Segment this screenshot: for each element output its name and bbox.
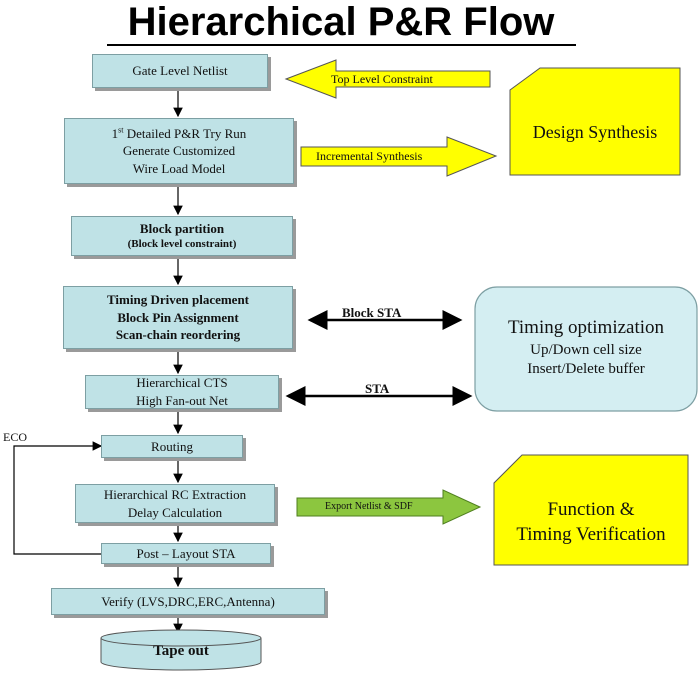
placement-line2: Block Pin Assignment [117,309,239,325]
block-partition-label: Block partition [139,220,225,236]
sta-label: STA [365,381,390,396]
try-run-line1: 1st Detailed P&R Try Run [111,125,247,141]
export-label: Export Netlist & SDF [325,501,413,512]
timing-driven-placement-box: Timing Driven placement Block Pin Assign… [63,286,293,349]
verify-label: Verify (LVS,DRC,ERC,Antenna) [101,593,275,609]
hierarchical-cts-box: Hierarchical CTS High Fan-out Net [85,375,279,409]
top-level-constraint-label: Top Level Constraint [331,72,433,86]
tape-out-cylinder [100,629,262,671]
eco-loop-arrow [13,441,103,555]
routing-label: Routing [151,438,193,454]
tape-out-label: Tape out [153,643,209,659]
gate-level-netlist-box: Gate Level Netlist [92,54,268,88]
rc-line1: Hierarchical RC Extraction [103,486,247,502]
try-run-line2: Generate Customized [122,143,236,159]
timing-optimization-note: Timing optimization Up/Down cell size In… [475,316,697,380]
function-timing-shape [493,454,689,566]
design-synthesis-label: Design Synthesis [532,122,658,142]
placement-line1: Timing Driven placement [106,292,250,308]
design-synthesis-shape [509,67,681,176]
cts-line1: Hierarchical CTS [136,375,228,391]
timing-optimization-line3: Insert/Delete buffer [527,361,645,378]
export-arrow [296,489,482,525]
post-layout-sta-box: Post – Layout STA [101,543,271,564]
function-timing-note: Function & Timing Verification [494,498,688,547]
post-layout-sta-label: Post – Layout STA [136,545,236,561]
timing-optimization-shape [474,286,698,412]
gate-level-netlist-label: Gate Level Netlist [132,63,228,79]
rc-line2: Delay Calculation [127,504,223,520]
try-run-line3: Wire Load Model [132,160,226,176]
rc-extraction-box: Hierarchical RC Extraction Delay Calcula… [75,484,275,523]
placement-line3: Scan-chain reordering [115,327,241,343]
eco-label: ECO [3,430,27,444]
page-title: Hierarchical P&R Flow [127,0,555,44]
block-level-constraint-label: (Block level constraint) [127,238,237,251]
block-partition-box: Block partition (Block level constraint) [71,216,293,256]
cts-line2: High Fan-out Net [136,393,228,408]
block-sta-label: Block STA [342,305,402,320]
routing-box: Routing [101,435,243,458]
top-level-constraint-arrow [284,59,491,99]
try-run-box: 1st Detailed P&R Try Run Generate Custom… [64,118,294,184]
function-timing-line1: Function & [547,499,635,520]
function-timing-line2: Timing Verification [516,523,666,545]
timing-optimization-title: Timing optimization [507,317,665,338]
verify-box: Verify (LVS,DRC,ERC,Antenna) [51,588,325,615]
incremental-synthesis-label: Incremental Synthesis [316,149,423,163]
incremental-synthesis-arrow [300,136,498,177]
timing-optimization-line2: Up/Down cell size [530,341,642,358]
